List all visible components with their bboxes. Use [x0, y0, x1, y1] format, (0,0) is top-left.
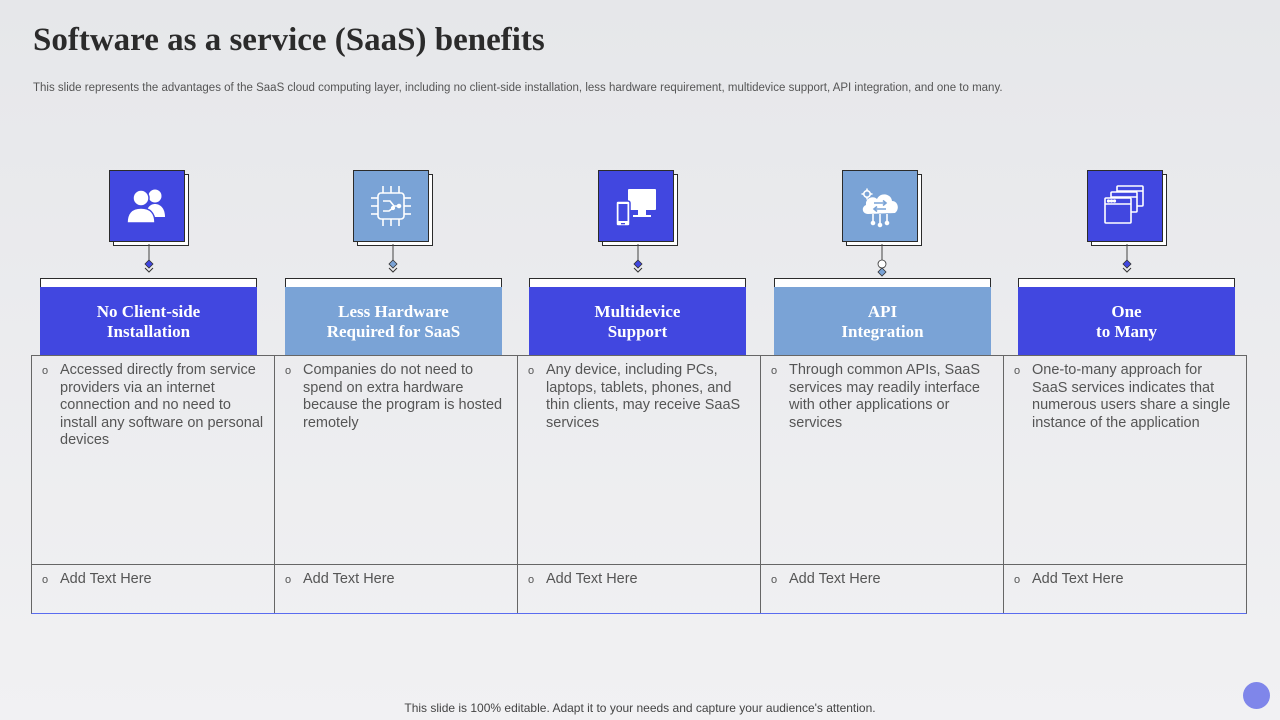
benefit-description: Through common APIs, SaaS services may r… — [789, 362, 981, 431]
benefit-icon-box-1 — [109, 170, 189, 246]
benefit-header-1: No Client-side Installation — [40, 278, 257, 356]
benefit-heading: API Integration — [774, 287, 991, 356]
benefit-heading: One to Many — [1018, 287, 1235, 356]
benefit-description: Any device, including PCs, laptops, tabl… — [546, 362, 741, 431]
benefit-header-5: One to Many — [1018, 278, 1235, 356]
benefit-header-2: Less Hardware Required for SaaS — [285, 278, 502, 356]
connector-1 — [144, 244, 154, 273]
benefit-heading: No Client-side Installation — [40, 287, 257, 356]
benefit-header-3: Multidevice Support — [529, 278, 746, 356]
cloud-api-icon — [861, 188, 898, 228]
connector-5 — [1122, 244, 1132, 273]
connector-3 — [633, 244, 643, 273]
benefit-icon-box-2 — [353, 170, 433, 246]
benefit-icon-box-4 — [842, 170, 922, 246]
benefit-icon-box-5 — [1087, 170, 1167, 246]
page-title: Software as a service (SaaS) benefits — [33, 22, 545, 58]
placeholder-text: Add Text Here — [546, 571, 638, 587]
benefit-header-4: API Integration — [774, 278, 991, 356]
page-subtitle: This slide represents the advantages of … — [33, 82, 1003, 94]
benefit-icon-box-3 — [598, 170, 678, 246]
connector-4 — [877, 244, 887, 277]
decorative-circle — [1243, 682, 1270, 709]
benefit-description: Accessed directly from service providers… — [60, 362, 264, 448]
placeholder-text: Add Text Here — [1032, 571, 1124, 587]
placeholder-text: Add Text Here — [303, 571, 395, 587]
placeholder-text: Add Text Here — [60, 571, 152, 587]
benefit-description: Companies do not need to spend on extra … — [303, 362, 503, 431]
chip-icon — [371, 186, 411, 226]
windows-icon — [1104, 185, 1144, 224]
devices-icon — [615, 189, 656, 227]
benefit-description: One-to-many approach for SaaS services i… — [1032, 362, 1231, 431]
benefit-heading: Multidevice Support — [529, 287, 746, 356]
benefit-heading: Less Hardware Required for SaaS — [285, 287, 502, 356]
footer-note: This slide is 100% editable. Adapt it to… — [404, 701, 876, 715]
placeholder-text: Add Text Here — [789, 571, 881, 587]
users-icon — [126, 189, 165, 224]
connector-2 — [388, 244, 398, 273]
